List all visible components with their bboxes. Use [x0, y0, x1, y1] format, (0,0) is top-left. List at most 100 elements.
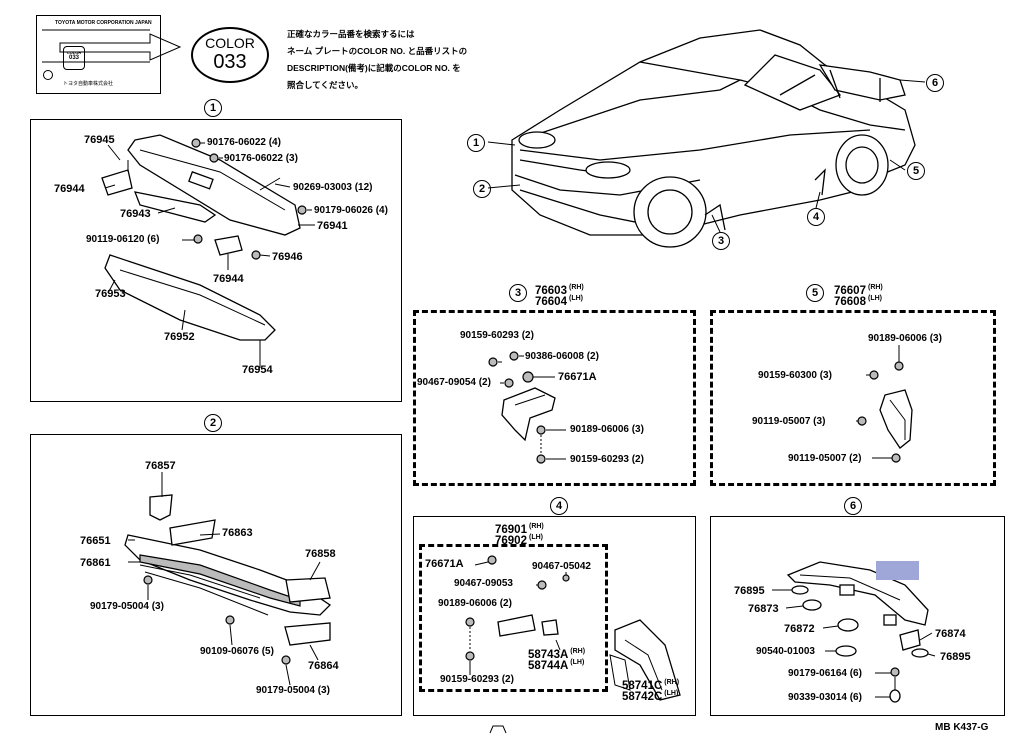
- panel-4-inner: [419, 544, 608, 692]
- panel-6-leaders: [772, 589, 936, 698]
- part-label: 90176-06022 (3): [224, 153, 298, 164]
- color-badge: COLOR 033: [191, 27, 269, 83]
- color-note-line: ネーム プレートのCOLOR NO. と品番リストの: [287, 46, 468, 56]
- part-label: 90179-05004 (3): [90, 601, 164, 612]
- panel-3-title-rh: 76603(RH): [535, 284, 584, 297]
- car-illustration: [511, 29, 916, 248]
- panel-3-leaders: [498, 355, 566, 460]
- panel-4-parts: [465, 555, 681, 701]
- panel-5-parts: [857, 361, 913, 463]
- panel-2-leaders: [128, 472, 321, 686]
- part-label: 76873: [748, 603, 779, 615]
- part-label: 90339-03014 (6): [788, 692, 862, 703]
- part-label: 90159-60300 (3): [758, 370, 832, 381]
- panel-4-leaders: [469, 561, 567, 675]
- part-label: 76671A: [558, 371, 597, 383]
- part-label: 76857: [145, 460, 176, 472]
- color-note-line: DESCRIPTION(備考)に記載のCOLOR NO. を: [287, 63, 461, 73]
- part-label: 90119-05007 (2): [788, 453, 862, 464]
- part-label: 90540-01003: [756, 646, 815, 657]
- part-label: 90189-06006 (2): [438, 598, 512, 609]
- part-label: 76944: [54, 183, 85, 195]
- panel-4: [413, 516, 696, 716]
- part-label: 90189-06006 (3): [570, 424, 644, 435]
- part-label: 76946: [272, 251, 303, 263]
- part-label: 76945: [84, 134, 115, 146]
- part-label: 90159-60293 (2): [570, 454, 644, 465]
- part-label: 90179-05004 (3): [256, 685, 330, 696]
- car-callout-6: 6: [926, 74, 944, 92]
- part-label: 90467-09054 (2): [417, 377, 491, 388]
- part-label: 76858: [305, 548, 336, 560]
- part-label: 76863: [222, 527, 253, 539]
- name-plate-logo-icon: [43, 70, 53, 80]
- panel-1-leaders: [104, 142, 315, 368]
- color-badge-code: 033: [213, 51, 247, 73]
- panel-5-title-lh: 76608(LH): [834, 295, 882, 308]
- part-label: 76671A: [425, 558, 464, 570]
- panel-3-title-lh: 76604(LH): [535, 295, 583, 308]
- panel-2: [30, 434, 402, 716]
- panel-5-title-rh: 76607(RH): [834, 284, 883, 297]
- panel-5-leaders: [856, 345, 900, 459]
- color-badge-label: COLOR: [205, 35, 255, 51]
- part-label: 76941: [317, 220, 348, 232]
- name-plate-title: TOYOTA MOTOR CORPORATION JAPAN: [55, 20, 152, 26]
- part-label: 90386-06008 (2): [525, 351, 599, 362]
- part-label: 90467-09053: [454, 578, 513, 589]
- diagram-code: MB K437-G: [935, 722, 989, 733]
- part-label: 90467-05042: [532, 561, 591, 572]
- panel-4-title-rh: 76901(RH): [495, 523, 544, 536]
- part-label: 58744A(LH): [528, 659, 585, 672]
- panel-3-parts: [488, 351, 556, 464]
- panel-2-parts: [124, 494, 332, 665]
- part-label: 90119-06120 (6): [86, 234, 160, 245]
- part-label: 90159-60293 (2): [440, 674, 514, 685]
- panel-3: [413, 310, 696, 486]
- part-label: 76952: [164, 331, 195, 343]
- part-label: 76861: [80, 557, 111, 569]
- car-callout-3: 3: [712, 232, 730, 250]
- footer-tick-icon: [489, 725, 507, 734]
- part-label: 76864: [308, 660, 339, 672]
- part-label: 76944: [213, 273, 244, 285]
- part-label: 58743A(RH): [528, 648, 586, 661]
- car-callout-5: 5: [907, 162, 925, 180]
- part-label: 76895: [940, 651, 971, 663]
- part-label: 76895: [734, 585, 765, 597]
- part-label: 90179-06164 (6): [788, 668, 862, 679]
- part-label: 90159-60293 (2): [460, 330, 534, 341]
- part-label: 90189-06006 (3): [868, 333, 942, 344]
- part-label: 76872: [784, 623, 815, 635]
- color-note-line: 照合してください。: [287, 80, 363, 90]
- part-label: 90176-06022 (4): [207, 137, 281, 148]
- color-note-line: 正確なカラー品番を検索するには: [287, 29, 415, 39]
- panel-6-parts: [786, 561, 929, 703]
- panel-1: [30, 119, 402, 402]
- car-callout-4: 4: [807, 208, 825, 226]
- name-plate-arrow-icon: [59, 33, 182, 61]
- panel-1-parts: [101, 134, 307, 341]
- part-label: 76954: [242, 364, 273, 376]
- part-label: 76651: [80, 535, 111, 547]
- car-callout-1: 1: [467, 134, 485, 152]
- panel-3-number: 3: [509, 284, 527, 302]
- panel-6-number: 6: [844, 497, 862, 515]
- part-label: 90119-05007 (3): [752, 416, 826, 427]
- part-label: 76953: [95, 288, 126, 300]
- part-label: 90109-06076 (5): [200, 646, 274, 657]
- part-label: 90269-03003 (12): [293, 182, 373, 193]
- part-label: 90179-06026 (4): [314, 205, 388, 216]
- part-label: 76874: [935, 628, 966, 640]
- highlight-marker: [876, 561, 919, 580]
- name-plate-maker: トヨタ自動車株式会社: [63, 81, 114, 87]
- part-label: 58742C(LH): [622, 690, 679, 703]
- part-label: 76943: [120, 208, 151, 220]
- panel-4-number: 4: [550, 497, 568, 515]
- part-label: 58741C(RH): [622, 679, 680, 692]
- footer-glyph: ᒉ: [515, 725, 522, 735]
- panel-6: [710, 516, 1005, 716]
- car-callout-2: 2: [473, 180, 491, 198]
